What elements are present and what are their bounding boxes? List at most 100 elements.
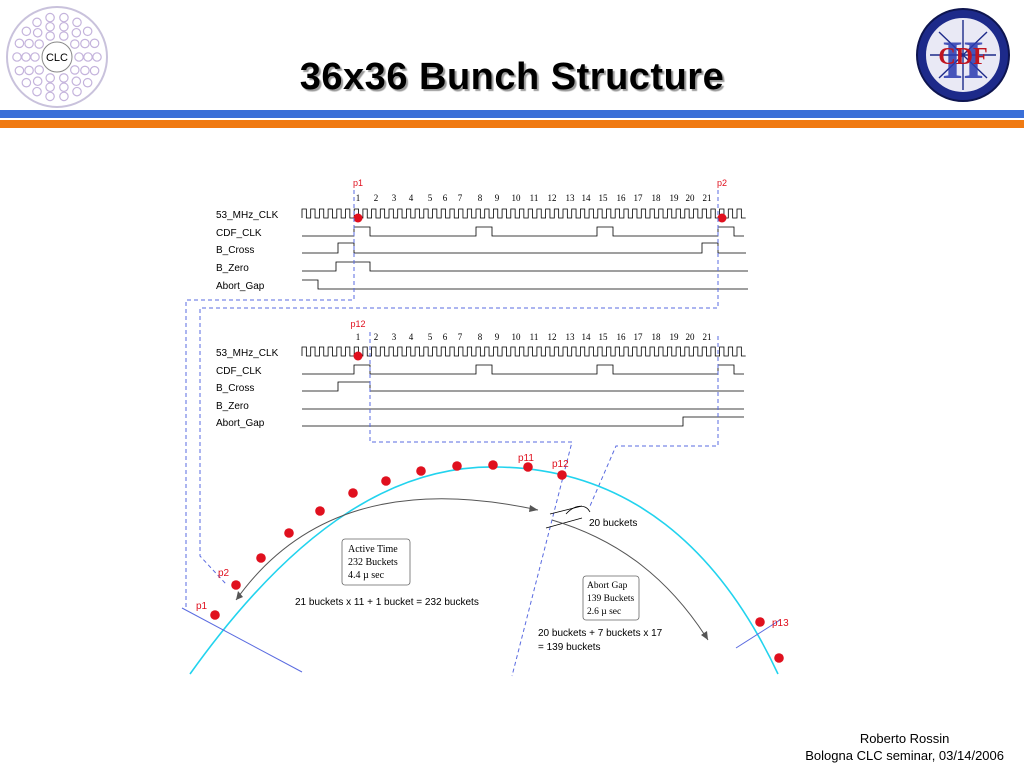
abort-formula: 20 buckets + 7 buckets x 17 [538, 628, 663, 639]
bucket-number: 3 [392, 332, 397, 342]
ring-bunches [210, 460, 784, 663]
slide-header: CLC 36x36 Bunch Structure II CDF [0, 0, 1024, 130]
clc-cell [92, 52, 102, 62]
clc-cell [89, 38, 100, 49]
bunch-dot [348, 488, 358, 498]
bucket-number: 13 [566, 193, 576, 203]
clc-cell [69, 65, 80, 75]
bunch-dot [452, 461, 462, 471]
ring-label-p12: p12 [552, 459, 569, 470]
footer-author: Roberto Rossin [859, 731, 950, 746]
clc-cell [45, 82, 55, 93]
bucket-number: 8 [478, 332, 483, 342]
signal-label: 53_MHz_CLK [216, 348, 279, 359]
clc-cell [34, 65, 45, 75]
bunch-marker [353, 213, 363, 223]
arrow-head [236, 591, 243, 600]
cdf-logo-text: CDF [938, 44, 987, 70]
cdf-logo: II CDF [916, 8, 1010, 102]
clc-cell [21, 77, 32, 88]
bunch-dot [774, 653, 784, 663]
bucket-number: 6 [443, 332, 448, 342]
bunch-dot [381, 476, 391, 486]
bucket-number: 21 [703, 193, 712, 203]
bucket-number: 8 [478, 193, 483, 203]
arrow-head [529, 505, 538, 512]
signal-label: Abort_Gap [216, 281, 265, 292]
abort-gap-box [582, 575, 640, 621]
clc-cell [32, 27, 43, 38]
clc-cell [45, 21, 55, 32]
radial-marker [549, 505, 583, 515]
bunch-marker [353, 351, 363, 361]
bucket-number: 4 [409, 193, 414, 203]
bunch-marker [717, 213, 727, 223]
clc-cell [24, 65, 34, 76]
clc-cell [12, 52, 22, 62]
bucket-number: 5 [428, 193, 433, 203]
bucket-number: 6 [443, 193, 448, 203]
bunch-dot [256, 553, 266, 563]
guide-lines-upper [185, 190, 719, 608]
signal-label: B_Zero [216, 401, 249, 412]
ring-label-p13: p13 [772, 618, 789, 629]
clc-cell [71, 27, 82, 38]
signal-label: Abort_Gap [216, 418, 265, 429]
header-bar-blue [0, 110, 1024, 118]
bucket-number: 3 [392, 193, 397, 203]
bucket-number: 19 [670, 332, 680, 342]
abort-gap-waveform [302, 279, 748, 290]
clc-cell [45, 12, 55, 23]
signal-label: CDF_CLK [216, 228, 262, 239]
tevatron-ring: p1 p2 p11 p12 p13 20 buckets Active Time… [181, 453, 789, 675]
clc-cell [32, 76, 43, 87]
bucket-number: 10 [512, 332, 522, 342]
clc-cell [14, 38, 25, 49]
radial-marker [735, 619, 781, 649]
bunch-dot [416, 466, 426, 476]
bucket-number: 2 [374, 193, 379, 203]
bucket-number: 4 [409, 332, 414, 342]
active-time-line: 232 Buckets [348, 557, 398, 568]
abort-formula: = 139 buckets [538, 642, 601, 653]
active-time-line: Active Time [348, 544, 398, 555]
signal-label: B_Zero [216, 263, 249, 274]
bucket-number: 11 [530, 332, 539, 342]
clc-cell [14, 65, 25, 76]
signal-label: CDF_CLK [216, 366, 262, 377]
clc-cell [82, 26, 93, 37]
bucket-number: 9 [495, 332, 500, 342]
clc-cell [32, 17, 42, 28]
clc-cell [45, 31, 56, 41]
bunch-dot [315, 506, 325, 516]
bucket-number: 12 [548, 193, 557, 203]
clc-logo: CLC [6, 6, 108, 108]
clc-cell [72, 86, 82, 97]
bucket-number: 19 [670, 193, 680, 203]
timing-upper-p2-label: p2 [717, 178, 727, 188]
cdf-clk-waveform [302, 226, 744, 237]
ring-label-p2: p2 [218, 568, 230, 579]
footer-event: Bologna CLC seminar, 03/14/2006 [805, 748, 1004, 763]
ring-label-p1: p1 [196, 601, 208, 612]
clc-cell [21, 26, 32, 37]
clc-cell [59, 21, 69, 32]
bucket-number: 1 [356, 193, 361, 203]
timing-upper-p1-label: p1 [353, 178, 363, 188]
bucket-number: 16 [617, 332, 627, 342]
arrow-head [701, 631, 708, 640]
clc-logo-text: CLC [46, 52, 68, 64]
bucket-number: 2 [374, 332, 379, 342]
clock-waveform [301, 346, 746, 357]
b-cross-waveform [302, 242, 746, 254]
bucket-number: 7 [458, 332, 463, 342]
timing-lower-p12-label: p12 [350, 319, 365, 329]
clc-cell [58, 31, 69, 41]
radial-marker [181, 607, 303, 673]
clc-cell [24, 38, 34, 49]
slide-footer: Roberto Rossin Bologna CLC seminar, 03/1… [805, 730, 1004, 764]
signal-label: B_Cross [216, 245, 254, 256]
b-cross-waveform [302, 381, 744, 392]
bunch-dot [755, 617, 765, 627]
clc-cell [89, 65, 100, 76]
